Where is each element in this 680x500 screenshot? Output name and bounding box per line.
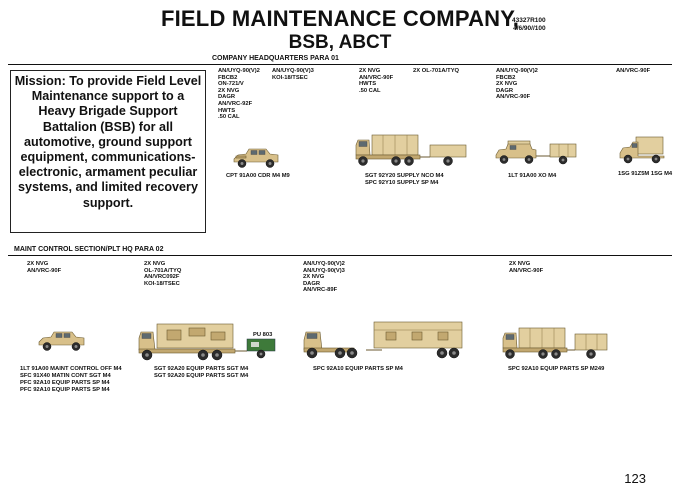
text-line: SPC 92Y10 SUPPLY SP M4: [365, 180, 439, 186]
text-line: SPC 92A10 EQUIP PARTS SP M4: [313, 366, 403, 372]
cargo-truck-with-trailer-icon: [502, 327, 608, 359]
generator-label: PU 803: [253, 332, 273, 338]
text-line: AN/VRC-90F: [509, 267, 544, 274]
page-subtitle: BSB, ABCT: [288, 32, 392, 53]
text-line: AN/UYQ-90(V)3: [303, 267, 345, 274]
text-line: 2X OL-701A/TYQ: [413, 68, 460, 74]
text-line: 2X NVG: [144, 261, 166, 267]
text-line: 2X NVG: [218, 87, 240, 94]
text-line: OL-701A/TYQ: [144, 267, 182, 274]
text-line: AN/VRC-90F: [27, 267, 62, 274]
text-line: AN/UYQ-90(V)2: [303, 261, 345, 267]
text-line: KOI-18/TSEC: [144, 280, 180, 287]
text-line: 2X NVG: [303, 274, 325, 281]
personnel-caption: CPT 91A00 CDR M4 M9: [226, 173, 290, 180]
text-line: AN/UYQ-90(V)2: [218, 68, 260, 74]
personnel-caption: SPC 92A10 EQUIP PARTS SP M4: [313, 366, 403, 373]
mission-box: Mission: To provide Field Level Maintena…: [10, 70, 206, 233]
text-line: 1LT 91A00 MAINT CONTROL OFF M4: [20, 366, 122, 372]
text-line: CPT 91A00 CDR M4 M9: [226, 173, 290, 179]
hmmwv-with-trailer-icon: [495, 140, 577, 165]
text-line: ON-721/V: [218, 81, 244, 88]
text-line: 2X NVG: [27, 261, 49, 267]
personnel-caption: SPC 92A10 EQUIP PARTS SP M249: [508, 366, 604, 373]
text-line: 1SG 91Z5M 1SG M4: [618, 171, 673, 177]
hmmwv-vehicle-icon: [233, 148, 279, 168]
text-line: PFC 92A10 EQUIP PARTS SP M4: [20, 387, 110, 393]
text-line: 2X NVG: [359, 68, 381, 74]
hmmwv-vehicle-icon: [38, 331, 85, 351]
text-line: SFC 91X40 MATIN CONT SGT M4: [20, 373, 111, 379]
shop-truck-with-generator-icon: [138, 323, 276, 361]
text-line: DAGR: [496, 87, 514, 94]
page-title: FIELD MAINTENANCE COMPANY,: [160, 6, 520, 31]
equipment-list: 2X OL-701A/TYQ: [413, 68, 459, 75]
personnel-caption: 1LT 91A00 XO M4: [508, 173, 556, 180]
text-line: .50 CAL: [359, 87, 381, 94]
text-line: AN/UYQ-90(V)2: [496, 68, 538, 74]
text-line: HWTS: [359, 81, 377, 88]
hmmwv-shelter-icon: [619, 136, 665, 164]
text-line: AN/VRC092F: [144, 274, 180, 281]
text-line: SGT 92A20 EQUIP PARTS SGT M4: [154, 366, 249, 372]
text-line: HWTS: [218, 107, 236, 114]
text-line: 2X NVG: [496, 81, 518, 88]
section-label-maint-control: MAINT CONTROL SECTION/PLT HQ PARA 02: [14, 246, 164, 253]
text-line: DAGR: [218, 94, 236, 101]
text-line: FBCB2: [218, 74, 238, 81]
text-line: AN/VRC-89F: [303, 287, 338, 294]
text-line: .50 CAL: [218, 114, 240, 121]
document-code: 43327R100 4/6/90//100: [512, 17, 546, 32]
section-label-company-hq: COMPANY HEADQUARTERS PARA 01: [212, 55, 339, 62]
text-line: AN/VRC-92F: [218, 100, 253, 107]
text-line: AN/VRC-90F: [359, 74, 394, 81]
text-line: AN/UYQ-90(V)3: [272, 68, 314, 74]
section-divider: [8, 255, 672, 256]
text-line: SGT 92A20 EQUIP PARTS SGT M4: [154, 373, 249, 379]
text-line: PFC 92A10 EQUIP PARTS SP M4: [20, 380, 110, 386]
text-line: FBCB2: [496, 74, 516, 81]
personnel-caption: 1SG 91Z5M 1SG M4: [618, 171, 672, 178]
text-line: 2X NVG: [509, 261, 531, 267]
cargo-truck-with-trailer-icon: [355, 134, 467, 166]
text-line: KOI-18/TSEC: [272, 74, 308, 81]
page-number: 123: [624, 471, 646, 486]
tractor-with-van-trailer-icon: [303, 321, 463, 359]
text-line: 1LT 91A00 XO M4: [508, 173, 557, 179]
section-divider: [8, 64, 672, 65]
text-line: DAGR: [303, 280, 321, 287]
text-line: AN/VRC-90F: [496, 94, 531, 101]
text-line: AN/VRC-90F: [616, 68, 651, 74]
equipment-list: AN/VRC-90F: [616, 68, 650, 75]
text-line: SPC 92A10 EQUIP PARTS SP M249: [508, 366, 605, 372]
document-code-line: 43327R100: [512, 17, 546, 24]
document-code-line: 4/6/90//100: [513, 24, 546, 32]
text-line: SGT 92Y20 SUPPLY NCO M4: [365, 173, 444, 179]
